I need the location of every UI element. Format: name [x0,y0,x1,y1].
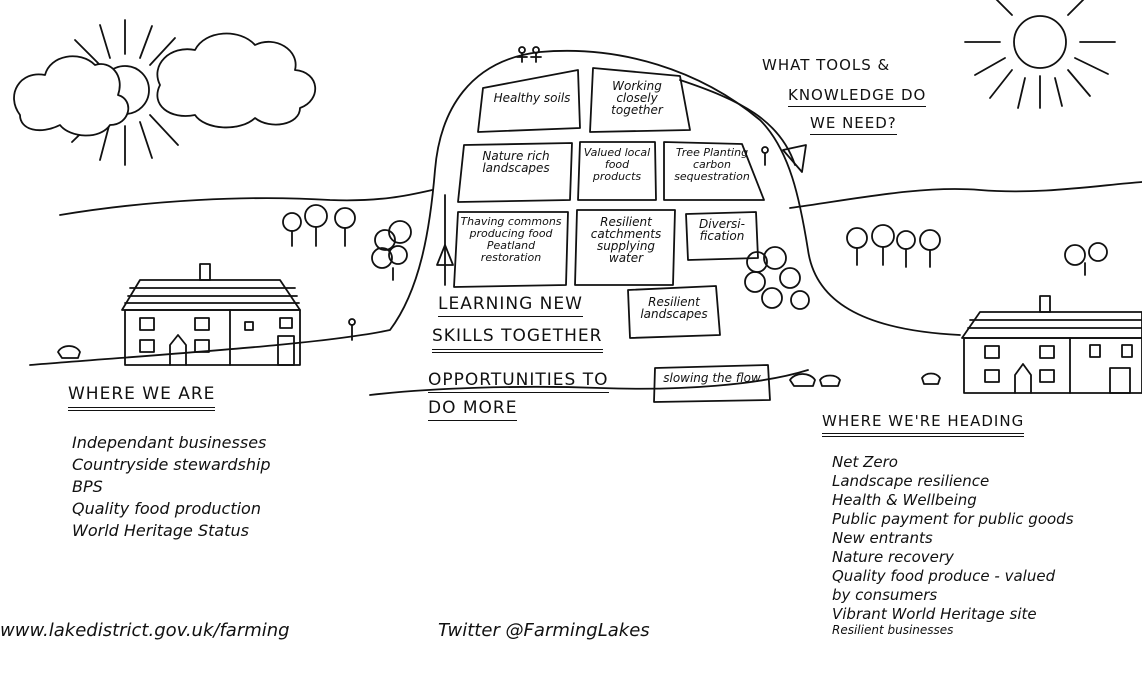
box-diversification: Diversi-fication [699,217,745,243]
tools-line2: KNOWLEDGE DO [788,86,927,107]
list-item: BPS [72,477,103,496]
opportunities-line2: DO MORE [428,398,518,421]
list-item: Countryside stewardship [72,455,271,474]
box-healthy-soils: Healthy soils [493,91,571,105]
list-item: Quality food produce - valued [832,567,1056,585]
list-item: Health & Wellbeing [832,491,977,509]
where-we-are-heading: WHERE WE ARE [68,384,216,411]
where-we-are-list: Independant businesses Countryside stewa… [72,432,271,542]
box-valued-local-food: Valued local food products [583,146,651,183]
tools-line1: WHAT TOOLS & [762,56,891,74]
box-resilient-catchments: Resilient catchments supplying water [590,215,662,265]
twitter-handle[interactable]: Twitter @FarmingLakes [438,620,650,641]
curve-arrow-icon [679,79,796,166]
box-resilient-landscapes: Resilient landscapes [640,295,708,321]
opportunities-line1: OPPORTUNITIES TO [428,370,609,393]
sun-right-icon [964,0,1116,109]
tools-line3: WE NEED? [810,114,897,135]
list-item: Net Zero [832,453,898,471]
list-item: World Heritage Status [72,521,249,540]
list-item: by consumers [832,586,938,604]
people-icon [348,46,769,341]
cloud-left-icon [13,55,130,137]
list-item: Independant businesses [72,433,267,452]
box-thriving-commons: Thaving commons producing food Peatland … [460,215,562,264]
list-item: Resilient businesses [832,623,954,637]
where-heading-heading: WHERE WE'RE HEADING [822,412,1025,437]
horizon-left [59,189,433,216]
hill-outline [29,49,961,366]
where-heading-list: Net Zero Landscape resilience Health & W… [832,453,1074,636]
learning-line2: SKILLS TOGETHER [432,326,603,353]
box-working-closely: Working closely together [611,79,663,117]
list-item: Public payment for public goods [832,510,1074,528]
trees-left-icon [282,204,412,281]
website-link[interactable]: www.lakedistrict.gov.uk/farming [0,620,290,641]
box-nature-rich: Nature rich landscapes [482,149,550,175]
farmhouse-right-icon [961,295,1142,394]
animals-icon [57,345,941,387]
box-tree-planting: Tree Planting carbon sequestration [674,146,750,183]
list-item: Landscape resilience [832,472,990,490]
list-item: Quality food production [72,499,261,518]
list-item: Vibrant World Heritage site [832,605,1037,623]
hill-box-frames [453,67,771,403]
farmhouse-left-icon [121,263,301,366]
trees-right-icon [744,224,1108,310]
horizon-right [789,181,1142,209]
cloud-right-icon [156,32,317,129]
learning-line1: LEARNING NEW [438,294,583,317]
box-slowing-flow: slowing the flow [663,371,761,385]
list-item: New entrants [832,529,933,547]
list-item: Nature recovery [832,548,954,566]
